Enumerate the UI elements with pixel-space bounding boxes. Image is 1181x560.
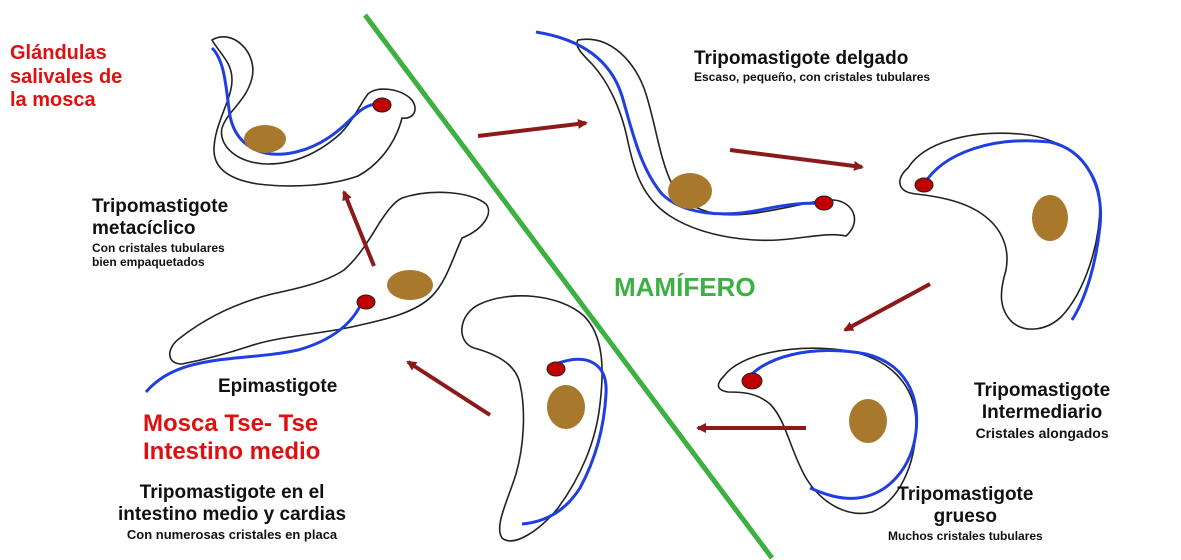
- flagellum: [744, 351, 917, 499]
- intermediate-title1: Tripomastigote: [974, 380, 1110, 402]
- midgut-trypomastigote-label: Tripomastigote en el intestino medio y c…: [118, 482, 346, 542]
- nucleus: [244, 125, 286, 153]
- intermediate-desc: Cristales alongados: [974, 425, 1110, 442]
- kinetoplast: [547, 362, 565, 376]
- cell-outline: [900, 133, 1100, 329]
- tsetse-line2: Intestino medio: [143, 438, 320, 466]
- kinetoplast: [357, 295, 375, 309]
- metacyclic-desc1: Con cristales tubulares: [92, 241, 228, 255]
- stumpy-title1: Tripomastigote: [888, 484, 1043, 506]
- cell-salivary-trypomastigote: [212, 37, 415, 186]
- mammal-label: MAMÍFERO: [614, 272, 756, 303]
- nucleus: [668, 173, 712, 209]
- cell-stumpy-trypomastigote: [718, 348, 916, 513]
- kinetoplast: [915, 178, 933, 192]
- cycle-arrow: [408, 362, 490, 415]
- stumpy-trypomastigote-label: Tripomastigote grueso Muchos cristales t…: [888, 484, 1043, 543]
- kinetoplast: [742, 373, 762, 389]
- salivary-line3: la mosca: [10, 89, 122, 113]
- midgut-desc: Con numerosas cristales en placa: [118, 527, 346, 542]
- kinetoplast: [815, 196, 833, 210]
- slender-title: Tripomastigote delgado: [694, 48, 930, 70]
- flagellum: [924, 141, 1101, 320]
- cell-midgut-trypomastigote: [462, 296, 606, 541]
- metacyclic-label: Tripomastigote metacíclico Con cristales…: [92, 196, 228, 269]
- cycle-arrow: [478, 123, 586, 136]
- nucleus: [387, 270, 433, 300]
- intermediate-trypomastigote-label: Tripomastigote Intermediario Cristales a…: [974, 380, 1110, 441]
- salivary-line1: Glándulas: [10, 42, 122, 66]
- stumpy-desc: Muchos cristales tubulares: [888, 529, 1043, 543]
- midgut-line1: Tripomastigote en el: [118, 482, 346, 504]
- epimastigote-label: Epimastigote: [218, 376, 337, 398]
- cycle-arrow: [845, 284, 930, 330]
- nucleus: [1032, 195, 1068, 241]
- metacyclic-desc2: bien empaquetados: [92, 255, 228, 269]
- tsetse-midgut-label: Mosca Tse- Tse Intestino medio: [143, 410, 320, 467]
- metacyclic-title1: Tripomastigote: [92, 196, 228, 218]
- kinetoplast: [373, 98, 391, 112]
- salivary-gland-label: Glándulas salivales de la mosca: [10, 42, 122, 113]
- stumpy-title2: grueso: [888, 506, 1043, 528]
- tsetse-line1: Mosca Tse- Tse: [143, 410, 320, 438]
- intermediate-title2: Intermediario: [974, 402, 1110, 424]
- flagellum: [212, 48, 378, 154]
- metacyclic-title2: metacíclico: [92, 218, 228, 240]
- slender-trypomastigote-label: Tripomastigote delgado Escaso, pequeño, …: [694, 48, 930, 85]
- cell-intermediate-trypomastigote: [900, 133, 1101, 329]
- slender-desc: Escaso, pequeño, con cristales tubulares: [694, 70, 930, 84]
- nucleus: [547, 385, 585, 429]
- salivary-line2: salivales de: [10, 66, 122, 90]
- midgut-line2: intestino medio y cardias: [118, 504, 346, 526]
- nucleus: [849, 399, 887, 443]
- cycle-arrow: [730, 150, 862, 167]
